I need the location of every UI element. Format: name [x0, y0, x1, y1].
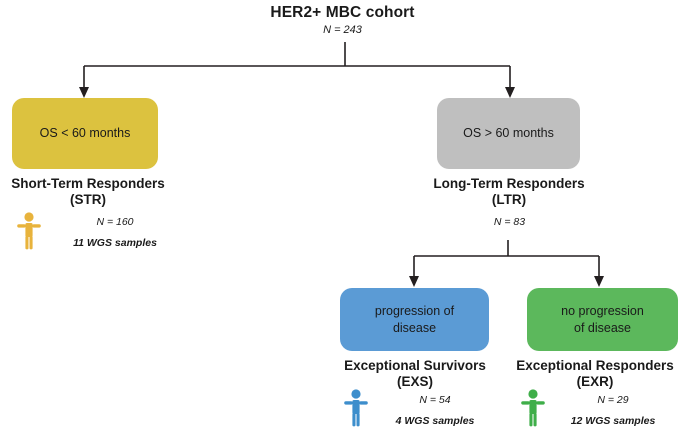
stats-exr: N = 29 12 WGS samples	[548, 394, 678, 427]
caption-ltr-line1: Long-Term Responders	[433, 176, 585, 191]
node-box-str[interactable]: OS < 60 months	[12, 98, 158, 169]
caption-exs-line1: Exceptional Survivors	[344, 358, 486, 373]
stats-exs: N = 54 4 WGS samples	[370, 394, 500, 427]
caption-exr-line2: (EXR)	[576, 373, 614, 389]
caption-exr: Exceptional Responders (EXR)	[505, 358, 685, 390]
stats-exs-n: N = 54	[419, 394, 451, 406]
stats-str: N = 160 11 WGS samples	[50, 216, 180, 249]
caption-exs: Exceptional Survivors (EXS)	[329, 358, 501, 390]
arrowhead-exs	[409, 276, 419, 287]
caption-ltr-line2: (LTR)	[491, 191, 527, 207]
node-box-exs-label: progression of disease	[375, 303, 454, 336]
stats-exs-wgs: 4 WGS samples	[395, 415, 475, 427]
node-box-ltr[interactable]: OS > 60 months	[437, 98, 580, 169]
node-box-exs-line1: progression of	[374, 304, 455, 319]
arrowhead-ltr	[505, 87, 515, 98]
node-box-exr-label: no progression of disease	[561, 303, 644, 336]
node-box-exs-line2: disease	[392, 320, 437, 335]
node-box-str-label: OS < 60 months	[39, 126, 131, 141]
root-count: N = 243	[323, 24, 362, 36]
stats-str-n: N = 160	[96, 216, 134, 228]
root-title: HER2+ MBC cohort	[270, 4, 415, 21]
caption-exr-line1: Exceptional Responders	[516, 358, 674, 373]
arrowhead-exr	[594, 276, 604, 287]
stats-ltr-n: N = 83	[493, 216, 526, 228]
person-icon	[344, 389, 368, 427]
arrowhead-str	[79, 87, 89, 98]
caption-str-line2: (STR)	[70, 191, 106, 207]
stats-exr-n: N = 29	[597, 394, 629, 406]
node-box-exr-line1: no progression	[561, 304, 644, 319]
person-icon	[521, 389, 545, 427]
caption-str-line1: Short-Term Responders	[11, 176, 165, 191]
caption-exs-line2: (EXS)	[396, 373, 433, 389]
person-icon	[17, 212, 41, 250]
node-box-ltr-label: OS > 60 months	[463, 126, 554, 141]
stats-exr-wgs: 12 WGS samples	[570, 415, 656, 427]
stats-str-wgs: 11 WGS samples	[73, 237, 157, 249]
node-box-exr[interactable]: no progression of disease	[527, 288, 678, 351]
caption-str: Short-Term Responders (STR)	[0, 176, 183, 208]
stats-ltr: N = 83	[452, 216, 567, 228]
node-box-exs[interactable]: progression of disease	[340, 288, 489, 351]
caption-ltr: Long-Term Responders (LTR)	[416, 176, 602, 208]
node-box-exr-line2: of disease	[574, 320, 631, 335]
